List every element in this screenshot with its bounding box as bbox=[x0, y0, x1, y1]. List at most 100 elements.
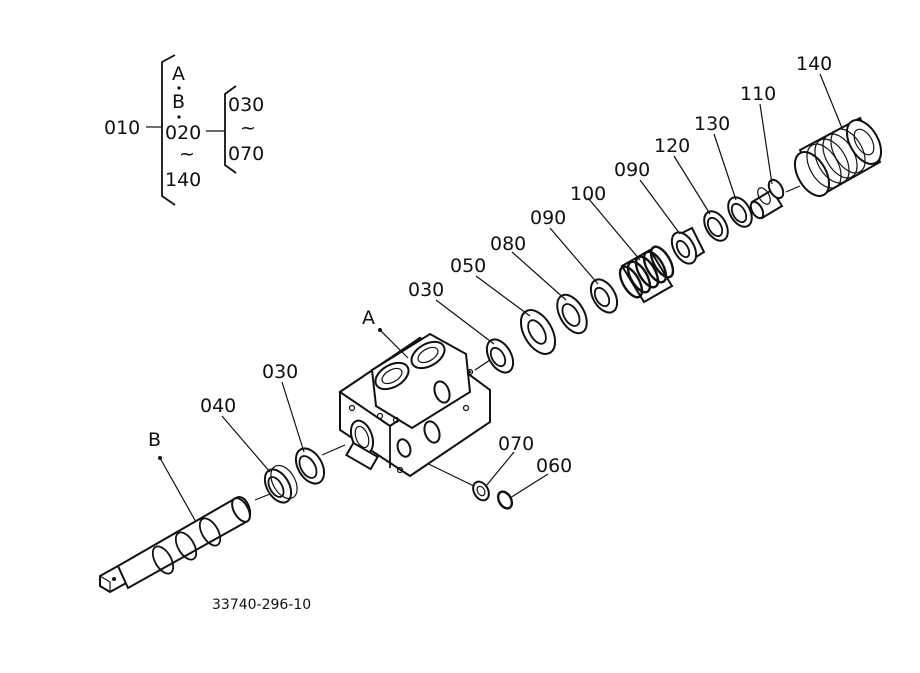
spacer-inner bbox=[561, 303, 581, 327]
cap-thread bbox=[822, 133, 858, 179]
washer-050 bbox=[519, 309, 557, 355]
callout-110: 110 bbox=[740, 83, 776, 105]
callout-080: 080 bbox=[490, 233, 526, 255]
key-bracket-left bbox=[161, 54, 176, 206]
spool-bore-inner bbox=[354, 425, 370, 449]
washer-outer bbox=[703, 210, 729, 242]
spring-coil bbox=[642, 250, 668, 284]
key-bracket-right bbox=[224, 85, 237, 174]
o-ring-060 bbox=[496, 490, 514, 510]
leader-a-dot bbox=[378, 328, 382, 332]
key-range-mark: ~ bbox=[179, 143, 195, 165]
spool-end-face bbox=[231, 497, 251, 523]
port-top-2-inner bbox=[417, 346, 439, 364]
side-port-3 bbox=[396, 438, 412, 458]
leader-b bbox=[159, 457, 197, 523]
spacer-outer bbox=[556, 293, 588, 335]
key-member-b: B bbox=[172, 91, 185, 113]
body-boss bbox=[370, 332, 472, 430]
callout-060: 060 bbox=[536, 455, 572, 477]
washer-inner bbox=[730, 202, 748, 224]
o-ring bbox=[496, 490, 514, 510]
seat-090-right bbox=[670, 226, 706, 265]
callouts: 140 110 130 120 090 100 090 080 050 030 … bbox=[148, 53, 832, 477]
axis-line bbox=[474, 359, 491, 371]
side-port-1 bbox=[433, 380, 451, 404]
callout-a: A bbox=[362, 307, 375, 329]
spool-land bbox=[198, 517, 222, 547]
assembly-number: 010 bbox=[104, 117, 140, 139]
key-member-a: A bbox=[172, 63, 185, 85]
leader-130 bbox=[713, 133, 737, 201]
callout-b: B bbox=[148, 429, 161, 451]
seal-outer bbox=[472, 480, 490, 502]
leader-120 bbox=[673, 155, 711, 215]
leader-lines bbox=[158, 73, 843, 523]
callout-140: 140 bbox=[796, 53, 832, 75]
spring-coil bbox=[626, 260, 652, 294]
callout-070: 070 bbox=[498, 433, 534, 455]
spool-pin-hole bbox=[112, 577, 116, 581]
spring-100 bbox=[618, 245, 675, 304]
axis-line bbox=[785, 185, 801, 193]
seal-030-right bbox=[485, 338, 515, 374]
leader-080 bbox=[511, 251, 567, 301]
callout-040: 040 bbox=[200, 395, 236, 417]
bolt-hole bbox=[396, 466, 404, 474]
key-subrange-end: 070 bbox=[228, 143, 264, 165]
spacer-080 bbox=[556, 293, 588, 335]
spring-coil bbox=[634, 255, 660, 289]
callout-120: 120 bbox=[654, 135, 690, 157]
leader-110 bbox=[759, 103, 773, 185]
seal-outer bbox=[485, 338, 515, 374]
stopper-110 bbox=[749, 178, 785, 220]
leader-140 bbox=[819, 73, 843, 129]
spool-body bbox=[116, 496, 252, 590]
leader-040 bbox=[221, 415, 271, 473]
callout-030-right: 030 bbox=[408, 279, 444, 301]
bolt-hole bbox=[392, 416, 400, 424]
seat-outer bbox=[670, 231, 698, 265]
spring-coil bbox=[649, 245, 675, 279]
cap-thread bbox=[814, 138, 850, 184]
seat-090-left bbox=[589, 278, 619, 314]
seal-inner bbox=[489, 346, 507, 368]
spool-edge bbox=[99, 575, 111, 583]
seal-inner bbox=[298, 455, 318, 479]
callout-050: 050 bbox=[450, 255, 486, 277]
key-range-mark: ~ bbox=[240, 117, 256, 139]
drawing-number: 33740-296-10 bbox=[212, 597, 311, 613]
callout-030-left: 030 bbox=[262, 361, 298, 383]
washer-outer bbox=[519, 309, 557, 355]
callout-130: 130 bbox=[694, 113, 730, 135]
seat-inner bbox=[675, 239, 691, 259]
side-port-2 bbox=[423, 420, 441, 444]
seal-030-left bbox=[294, 447, 326, 485]
seal-outer bbox=[263, 468, 293, 504]
washer-inner bbox=[527, 319, 547, 345]
spool-land bbox=[151, 545, 175, 575]
bolt-hole bbox=[462, 404, 470, 412]
callout-100: 100 bbox=[570, 183, 606, 205]
leader-090-right bbox=[639, 179, 681, 235]
callout-090-left: 090 bbox=[530, 207, 566, 229]
leader-030-left bbox=[281, 381, 305, 453]
seat-inner bbox=[593, 286, 611, 308]
key-member-140: 140 bbox=[165, 169, 201, 191]
cap-thread bbox=[830, 128, 866, 174]
seal-070 bbox=[472, 480, 490, 502]
leader-030-right bbox=[435, 299, 495, 345]
washer-inner bbox=[706, 216, 724, 238]
spool bbox=[99, 496, 252, 594]
leader-090-left bbox=[549, 227, 599, 285]
leader-050 bbox=[475, 275, 531, 317]
key-subrange-start: 030 bbox=[228, 94, 264, 116]
key-dot bbox=[177, 86, 181, 90]
leader-060 bbox=[509, 473, 549, 499]
axis-line bbox=[254, 493, 271, 501]
seat-outer bbox=[589, 278, 619, 314]
stopper-groove bbox=[757, 187, 771, 205]
leader-070 bbox=[485, 451, 515, 487]
